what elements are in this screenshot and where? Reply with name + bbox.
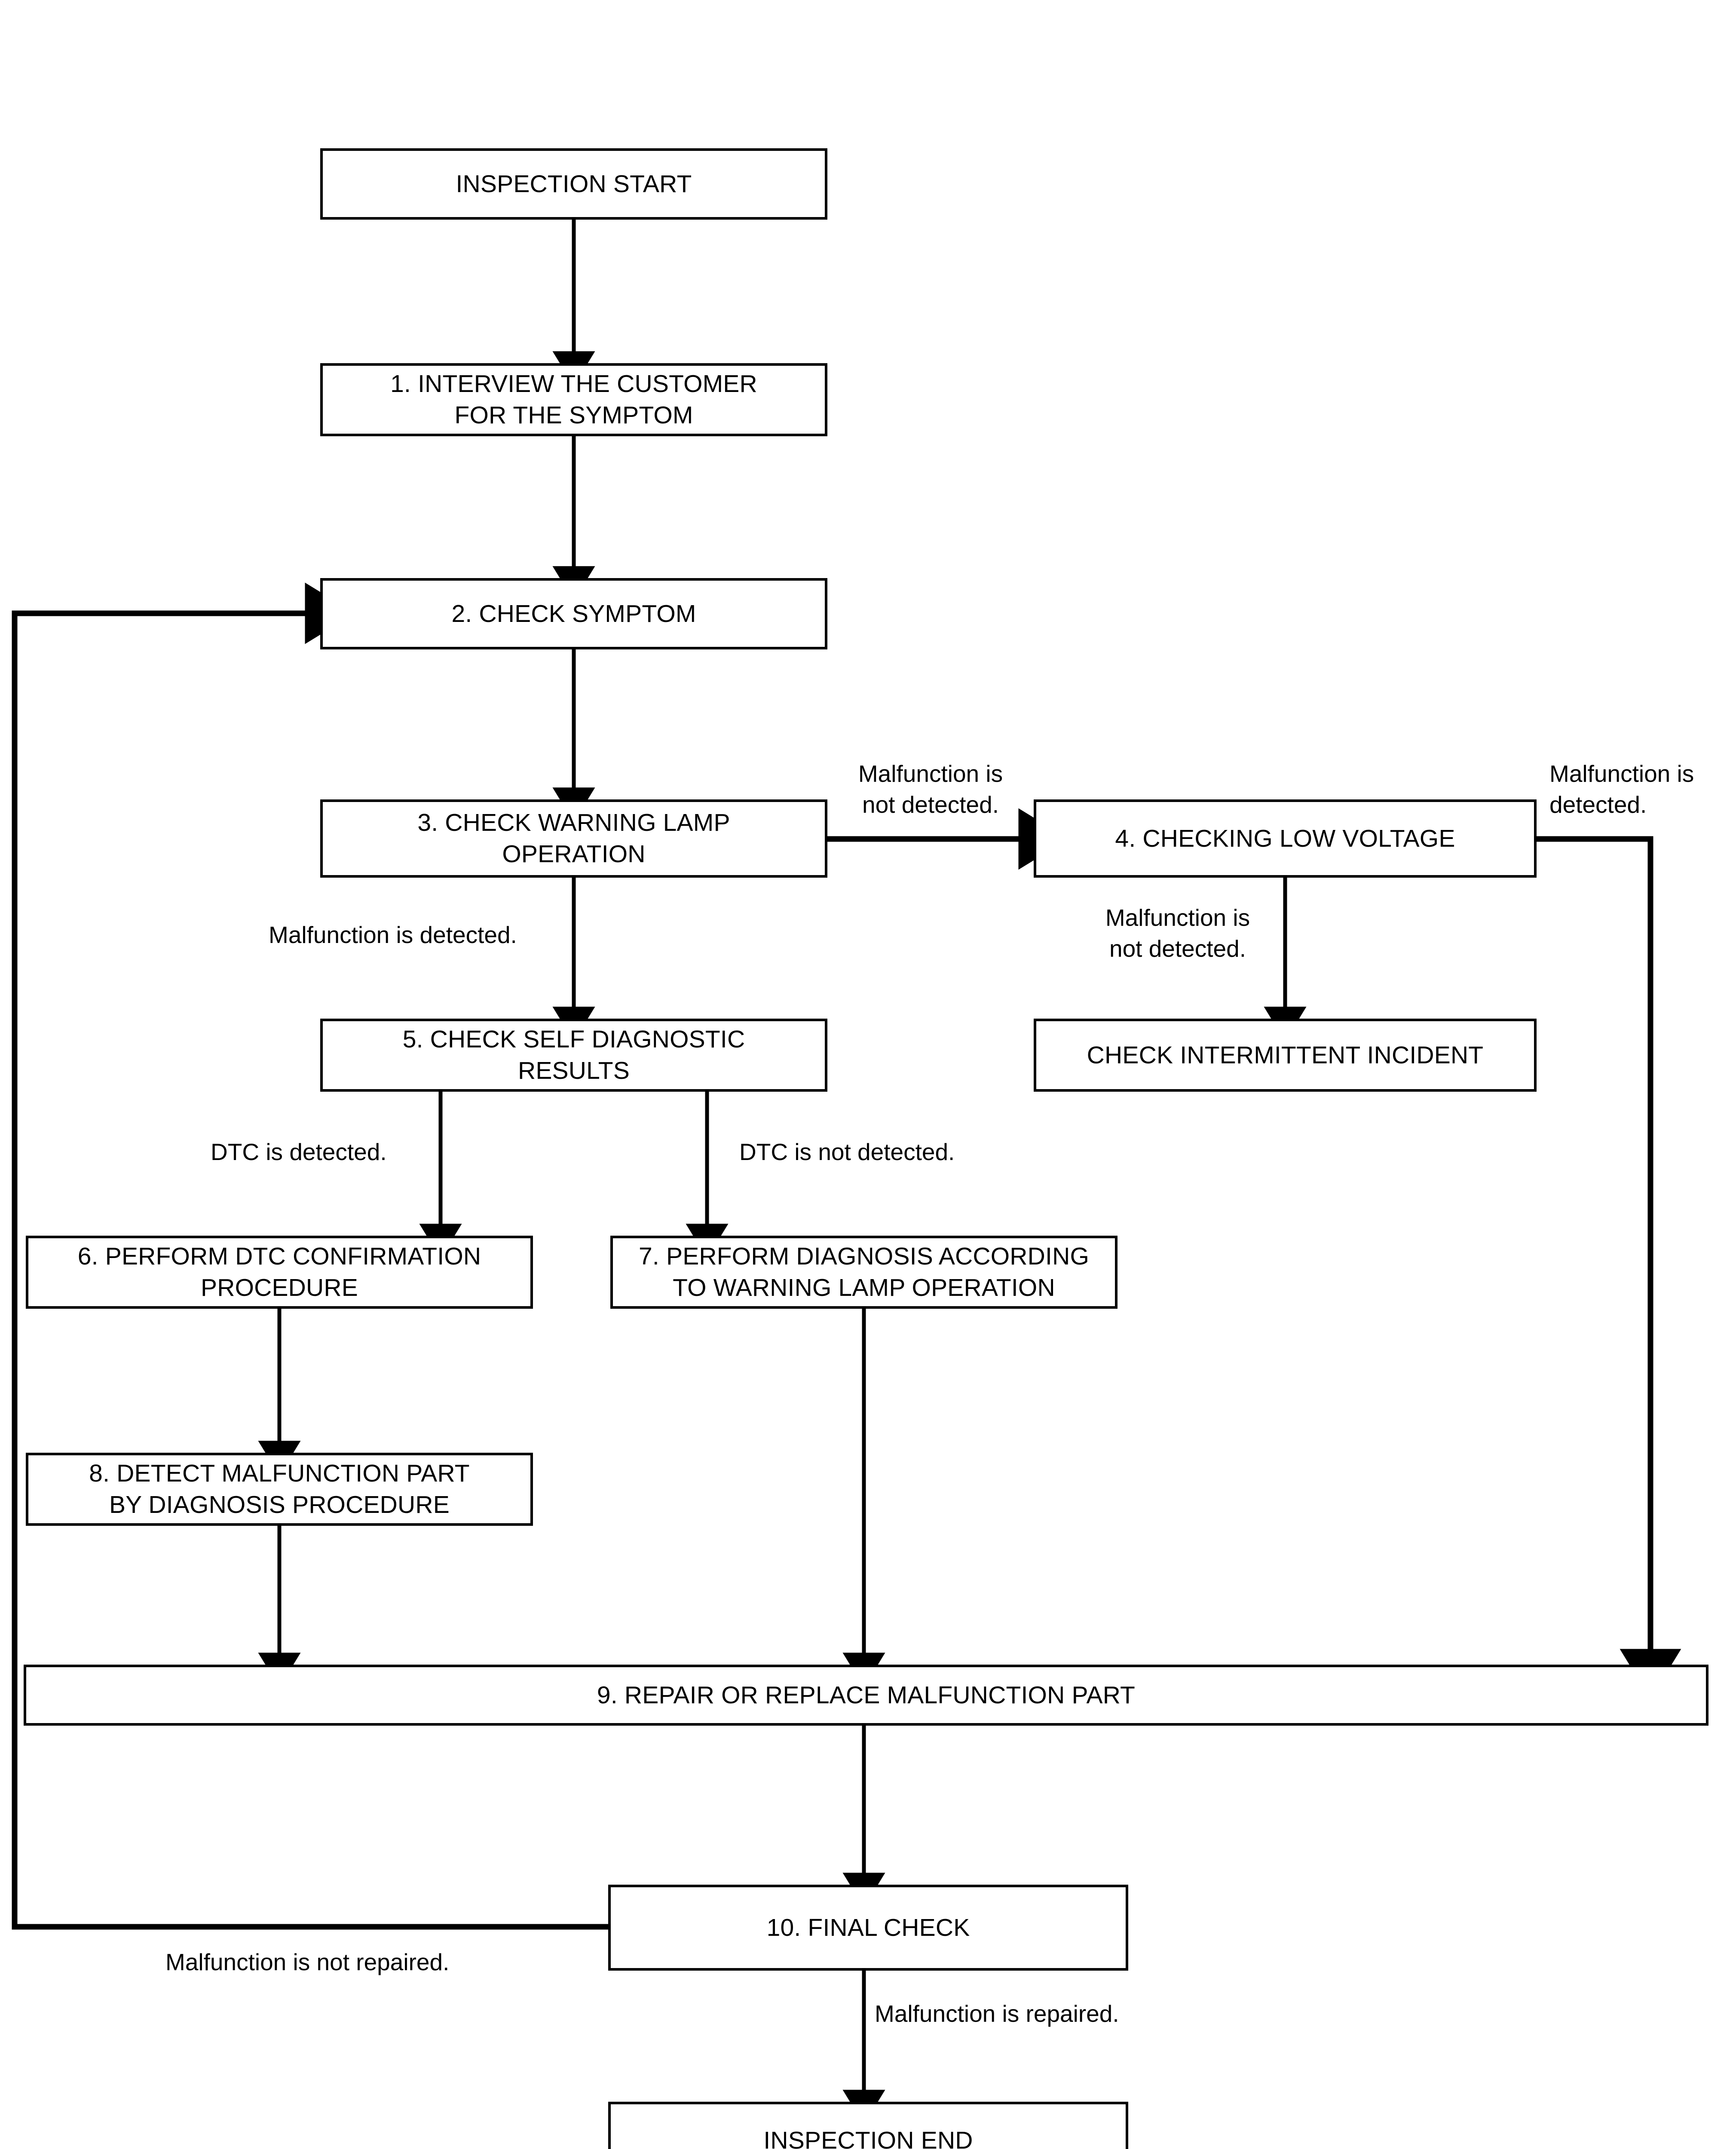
node-label-step4: 4. CHECKING LOW VOLTAGE	[1115, 824, 1455, 852]
node-label-inspection-end: INSPECTION END	[763, 2126, 973, 2149]
node-label-step7: 7. PERFORM DIAGNOSIS ACCORDING TO WARNIN…	[639, 1243, 1089, 1301]
node-step10-final-check[interactable]: 10. FINAL CHECK	[608, 1885, 1128, 1971]
node-label-step2: 2. CHECK SYMPTOM	[451, 600, 696, 628]
edge-label-dtc-not-detected: DTC is not detected.	[739, 1139, 955, 1165]
edge-label-repaired: Malfunction is repaired.	[875, 2000, 1119, 2027]
edge-label-voltage-detected: Malfunction is detected.	[1549, 760, 1694, 818]
node-step6-perform-dtc-confirmation[interactable]: 6. PERFORM DTC CONFIRMATION PROCEDURE	[26, 1236, 533, 1309]
node-label-step9: 9. REPAIR OR REPLACE MALFUNCTION PART	[597, 1681, 1136, 1709]
node-check-intermittent-incident[interactable]: CHECK INTERMITTENT INCIDENT	[1034, 1019, 1537, 1092]
node-step7-perform-diagnosis[interactable]: 7. PERFORM DIAGNOSIS ACCORDING TO WARNIN…	[610, 1236, 1118, 1309]
edge-label-voltage-not-detected: Malfunction is not detected.	[1105, 904, 1250, 962]
edge-label-not-repaired: Malfunction is not repaired.	[165, 1949, 450, 1975]
node-label-step1: 1. INTERVIEW THE CUSTOMER FOR THE SYMPTO…	[390, 370, 757, 429]
node-label-step8: 8. DETECT MALFUNCTION PART BY DIAGNOSIS …	[89, 1460, 470, 1518]
edge-label-dtc-detected: DTC is detected.	[211, 1139, 387, 1165]
edge-label-lamp-not-detected: Malfunction is not detected.	[858, 760, 1003, 818]
node-step2-check-symptom[interactable]: 2. CHECK SYMPTOM	[320, 578, 827, 649]
node-step5-check-self-diagnostic-results[interactable]: 5. CHECK SELF DIAGNOSTIC RESULTS	[320, 1019, 827, 1092]
node-label-step3: 3. CHECK WARNING LAMP OPERATION	[417, 809, 730, 868]
node-step8-detect-malfunction-part[interactable]: 8. DETECT MALFUNCTION PART BY DIAGNOSIS …	[26, 1453, 533, 1526]
node-step1-interview-customer[interactable]: 1. INTERVIEW THE CUSTOMER FOR THE SYMPTO…	[320, 363, 827, 436]
node-label-step10: 10. FINAL CHECK	[766, 1913, 970, 1941]
edge-step10-to-step2-loopback	[12, 582, 608, 1930]
node-label-step6: 6. PERFORM DTC CONFIRMATION PROCEDURE	[77, 1243, 481, 1301]
node-label-check-intermittent-incident: CHECK INTERMITTENT INCIDENT	[1087, 1041, 1484, 1069]
edge-step4-to-step9	[1537, 836, 1681, 1699]
node-label-step5: 5. CHECK SELF DIAGNOSTIC RESULTS	[402, 1026, 745, 1084]
node-inspection-end[interactable]: INSPECTION END	[608, 2102, 1128, 2149]
edge-label-lamp-detected: Malfunction is detected.	[269, 921, 517, 948]
node-inspection-start[interactable]: INSPECTION START	[320, 148, 827, 220]
node-step3-check-warning-lamp[interactable]: 3. CHECK WARNING LAMP OPERATION	[320, 799, 827, 878]
node-step9-repair-or-replace[interactable]: 9. REPAIR OR REPLACE MALFUNCTION PART	[24, 1665, 1708, 1726]
node-step4-checking-low-voltage[interactable]: 4. CHECKING LOW VOLTAGE	[1034, 799, 1537, 878]
node-label-inspection-start: INSPECTION START	[456, 170, 692, 198]
